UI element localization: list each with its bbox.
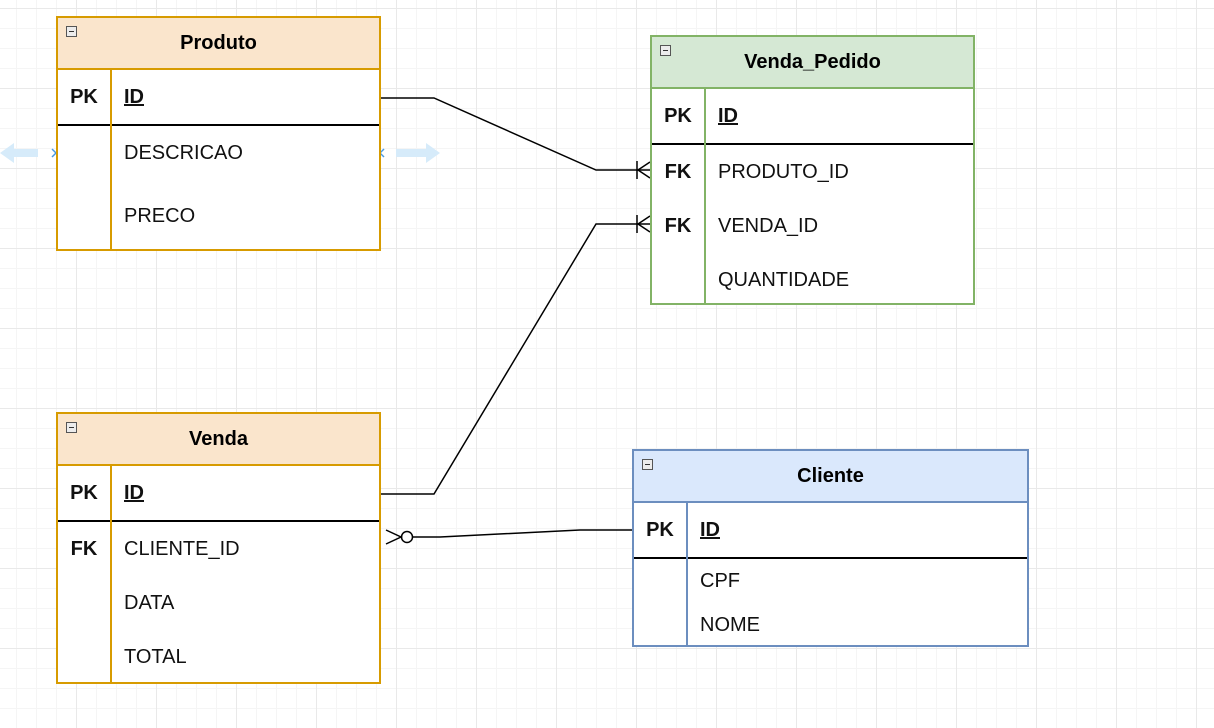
column-divider	[110, 70, 112, 249]
key-label: FK	[70, 537, 98, 560]
table-row[interactable]: FK CLIENTE_ID	[58, 522, 379, 576]
table-row[interactable]: TOTAL	[58, 630, 379, 684]
column-name: PRECO	[124, 204, 196, 227]
column-name: DATA	[124, 591, 175, 614]
column-name: DESCRICAO	[124, 141, 243, 164]
column-name: ID	[124, 85, 144, 108]
table-row[interactable]: PK ID	[58, 70, 379, 126]
double-arrow-icon[interactable]	[0, 143, 38, 163]
table-venda[interactable]: Venda PK ID FK CLIENTE_ID DATA TOTAL	[56, 412, 381, 684]
relationship-venda-venda-pedido[interactable]	[380, 215, 651, 495]
table-produto[interactable]: Produto PK ID DESCRICAO PRECO	[56, 16, 381, 251]
column-name: QUANTIDADE	[718, 268, 850, 291]
column-name: CLIENTE_ID	[124, 537, 240, 560]
column-divider	[110, 466, 112, 682]
table-venda-pedido[interactable]: Venda_Pedido PK ID FK PRODUTO_ID FK VEND…	[650, 35, 975, 305]
table-title: Produto	[180, 31, 257, 54]
table-row[interactable]: PK ID	[652, 89, 973, 145]
key-label: FK	[664, 214, 692, 237]
table-row[interactable]: PRECO	[58, 180, 379, 252]
relationship-cliente-venda[interactable]	[385, 529, 632, 545]
column-divider	[704, 89, 706, 303]
table-title: Venda_Pedido	[744, 50, 881, 73]
key-label: PK	[646, 518, 674, 541]
column-name: CPF	[700, 570, 740, 592]
minus-box-icon[interactable]	[66, 26, 77, 37]
key-label: PK	[70, 85, 98, 108]
column-name: ID	[124, 481, 144, 504]
table-row[interactable]: QUANTIDADE	[652, 253, 973, 307]
column-name: PRODUTO_ID	[718, 160, 849, 183]
key-label: PK	[70, 481, 98, 504]
table-cliente[interactable]: Cliente PK ID CPF NOME	[632, 449, 1029, 647]
minus-box-icon[interactable]	[66, 422, 77, 433]
key-label: PK	[664, 104, 692, 127]
table-row[interactable]: PK ID	[58, 466, 379, 522]
key-label: FK	[664, 160, 692, 183]
table-row[interactable]: PK ID	[634, 503, 1027, 559]
column-name: VENDA_ID	[718, 214, 819, 237]
minus-box-icon[interactable]	[660, 45, 671, 56]
relationship-produto-venda-pedido[interactable]	[380, 97, 651, 179]
table-row[interactable]: CPF	[634, 559, 1027, 604]
minus-box-icon[interactable]	[642, 459, 653, 470]
table-row[interactable]: DATA	[58, 576, 379, 630]
column-name: ID	[700, 518, 720, 541]
table-row[interactable]: DESCRICAO	[58, 126, 379, 180]
table-row[interactable]: FK VENDA_ID	[652, 199, 973, 253]
table-header[interactable]: Venda	[58, 414, 379, 466]
double-arrow-icon[interactable]	[396, 143, 440, 163]
table-header[interactable]: Cliente	[634, 451, 1027, 503]
table-title: Cliente	[797, 464, 864, 487]
column-name: TOTAL	[124, 645, 187, 668]
table-title: Venda	[189, 427, 248, 450]
column-name: NOME	[700, 614, 760, 636]
column-name: ID	[718, 104, 738, 127]
table-row[interactable]: FK PRODUTO_ID	[652, 145, 973, 199]
table-header[interactable]: Produto	[58, 18, 379, 70]
table-header[interactable]: Venda_Pedido	[652, 37, 973, 89]
column-divider	[686, 503, 688, 645]
table-row[interactable]: NOME	[634, 604, 1027, 647]
